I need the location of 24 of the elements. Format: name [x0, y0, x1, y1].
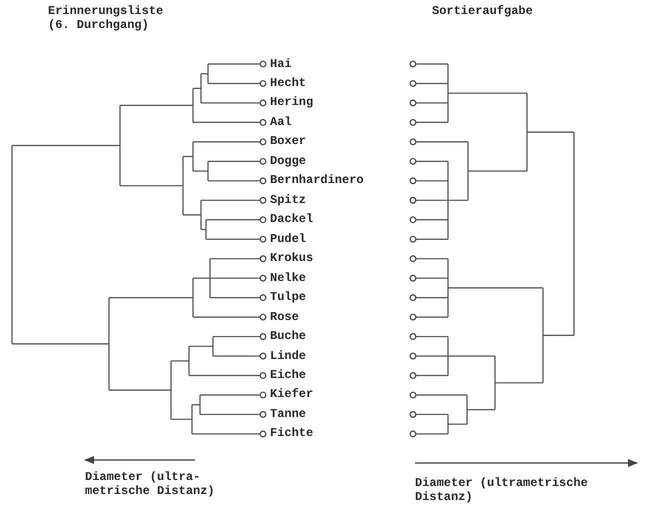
- leaf-label: Boxer: [270, 134, 306, 148]
- leaf-label: Bernhardinero: [270, 173, 364, 188]
- leaf-label: Dackel: [270, 212, 314, 226]
- leaf-label: Linde: [270, 348, 306, 363]
- leaf-label: Nelke: [270, 270, 306, 285]
- leaf-label: Aal: [270, 114, 292, 129]
- leaf-label: Kiefer: [270, 387, 314, 402]
- leaf-label: Rose: [270, 310, 299, 324]
- axis-label: Diameter (ultra-metrische Distanz): [85, 470, 216, 498]
- leaf-label: Krokus: [270, 251, 314, 266]
- leaf-label: Hering: [270, 95, 314, 110]
- leaf-label: Tulpe: [270, 290, 306, 304]
- leaf-label: Dogge: [270, 154, 306, 168]
- axis-label: Diameter (ultrametrische Distanz): [415, 476, 589, 504]
- leaf-label: Hecht: [270, 76, 306, 90]
- leaf-label: Pudel: [270, 232, 306, 246]
- leaf-label: Buche: [270, 329, 306, 344]
- leaf-label: Spitz: [270, 192, 306, 207]
- panel-heading: Erinnerungsliste (6. Durchgang): [48, 4, 164, 32]
- leaf-label: Eiche: [270, 368, 306, 382]
- panel-heading: Sortieraufgabe: [432, 4, 533, 18]
- leaf-label: Fichte: [270, 426, 314, 440]
- leaf-label: Tanne: [270, 406, 306, 421]
- leaf-label: Hai: [270, 56, 292, 70]
